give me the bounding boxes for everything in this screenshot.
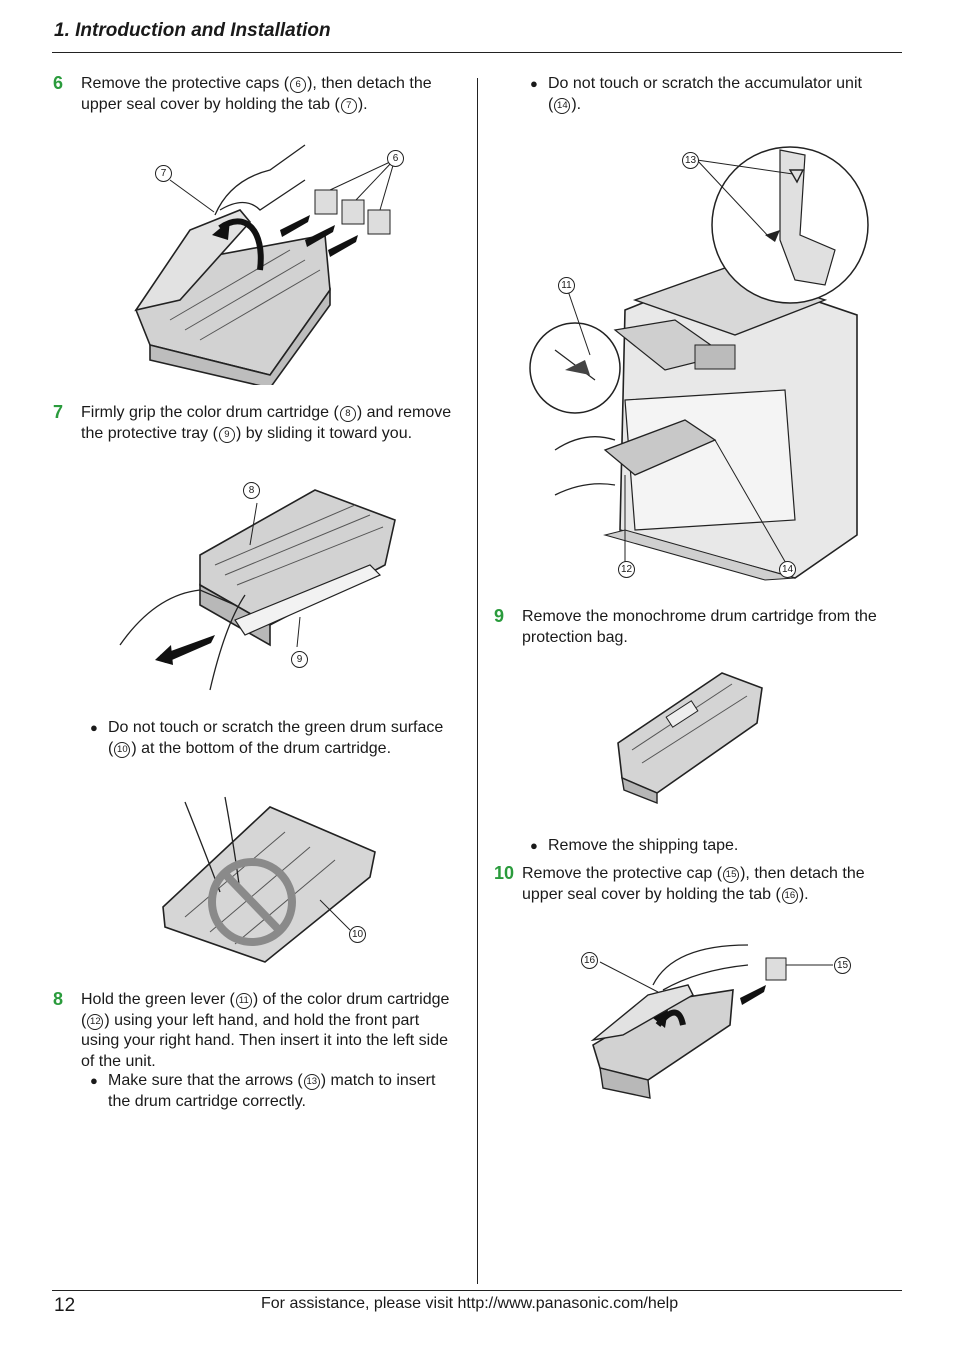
- figure-remove-caps: 7 6: [130, 140, 410, 389]
- step-text: Remove the monochrome drum cartridge fro…: [522, 608, 877, 646]
- bullet-accumulator: ● Do not touch or scratch the accumulato…: [530, 74, 910, 116]
- callout-14: 14: [779, 561, 796, 578]
- callout-12: 12: [618, 561, 635, 578]
- prohibition-symbol: [208, 858, 296, 946]
- section-title: 1. Introduction and Installation: [54, 20, 331, 41]
- callout-marker: 11: [235, 993, 252, 1009]
- bullet-text: Remove the shipping tape.: [548, 837, 739, 854]
- header-rule: [52, 52, 902, 53]
- step-text: Firmly grip the color drum cartridge (8)…: [81, 404, 452, 443]
- callout-13: 13: [682, 152, 699, 169]
- step-9: 9 Remove the monochrome drum cartridge f…: [494, 606, 904, 649]
- callout-marker: 7: [340, 97, 357, 114]
- callout-10: 10: [349, 926, 366, 943]
- printer-illustration: [529, 146, 869, 581]
- figure-mono-drum: [612, 668, 767, 808]
- figure-insert-drum: 13 11 12 14: [525, 140, 870, 585]
- step-text: Remove the protective cap (15), then det…: [522, 865, 865, 904]
- cap-removal-illustration: [590, 944, 833, 1099]
- bullet-dot: ●: [90, 720, 98, 735]
- bullet-shipping-tape: ● Remove the shipping tape.: [530, 836, 910, 858]
- bullet-match-arrows: ● Make sure that the arrows (13) match t…: [90, 1071, 470, 1113]
- help-text: For assistance, please visit http://www.…: [261, 1295, 679, 1312]
- callout-marker: 6: [290, 77, 307, 93]
- step-text: Remove the protective caps (6), then det…: [81, 75, 432, 114]
- step-number: 8: [53, 989, 64, 1009]
- callout-marker: 8: [339, 406, 356, 422]
- figure-remove-cap: 16 15: [578, 940, 858, 1105]
- step-6: 6 Remove the protective caps (6), then d…: [53, 73, 463, 116]
- step-8: 8 Hold the green lever (11) of the color…: [53, 989, 473, 1074]
- cartridge-illustration: [134, 144, 395, 389]
- step-10: 10 Remove the protective cap (15), then …: [494, 863, 904, 906]
- bullet-dot: ●: [530, 838, 538, 853]
- figure-remove-tray: 8 9: [115, 475, 405, 695]
- figure-no-touch: 10: [155, 792, 385, 967]
- step-7: 7 Firmly grip the color drum cartridge (…: [53, 402, 463, 445]
- callout-marker: 9: [218, 426, 235, 443]
- callout-11: 11: [558, 277, 575, 294]
- step-number: 7: [53, 402, 64, 422]
- callout-8: 8: [243, 482, 260, 499]
- callout-9: 9: [291, 651, 308, 668]
- callout-marker: 14: [554, 97, 571, 114]
- bullet-dot: ●: [530, 76, 538, 91]
- footer-rule: [52, 1290, 902, 1291]
- page-number: 12: [54, 1295, 76, 1316]
- callout-15: 15: [834, 957, 851, 974]
- step-number: 6: [53, 73, 64, 93]
- callout-marker: 15: [723, 867, 740, 883]
- bullet-text: Do not touch or scratch the accumulator …: [548, 75, 862, 114]
- step-number: 9: [494, 606, 505, 626]
- callout-16: 16: [581, 952, 598, 969]
- bullet-dot: ●: [90, 1073, 98, 1088]
- bullet-text: Make sure that the arrows (13) match to …: [108, 1072, 436, 1110]
- callout-marker: 10: [114, 741, 131, 758]
- callout-7: 7: [155, 165, 172, 182]
- column-divider: [477, 78, 478, 1284]
- tray-illustration: [119, 489, 396, 691]
- mono-drum-illustration: [617, 672, 763, 805]
- callout-6: 6: [387, 150, 404, 167]
- bullet-do-not-touch-surface: ● Do not touch or scratch the green drum…: [90, 718, 470, 760]
- callout-marker: 12: [87, 1013, 104, 1030]
- step-number: 10: [494, 863, 515, 883]
- step-text: Hold the green lever (11) of the color d…: [81, 991, 450, 1070]
- callout-marker: 16: [781, 887, 798, 904]
- callout-marker: 13: [303, 1074, 320, 1090]
- drum-surface-illustration: [162, 796, 376, 963]
- bullet-text: Do not touch or scratch the green drum s…: [108, 719, 444, 758]
